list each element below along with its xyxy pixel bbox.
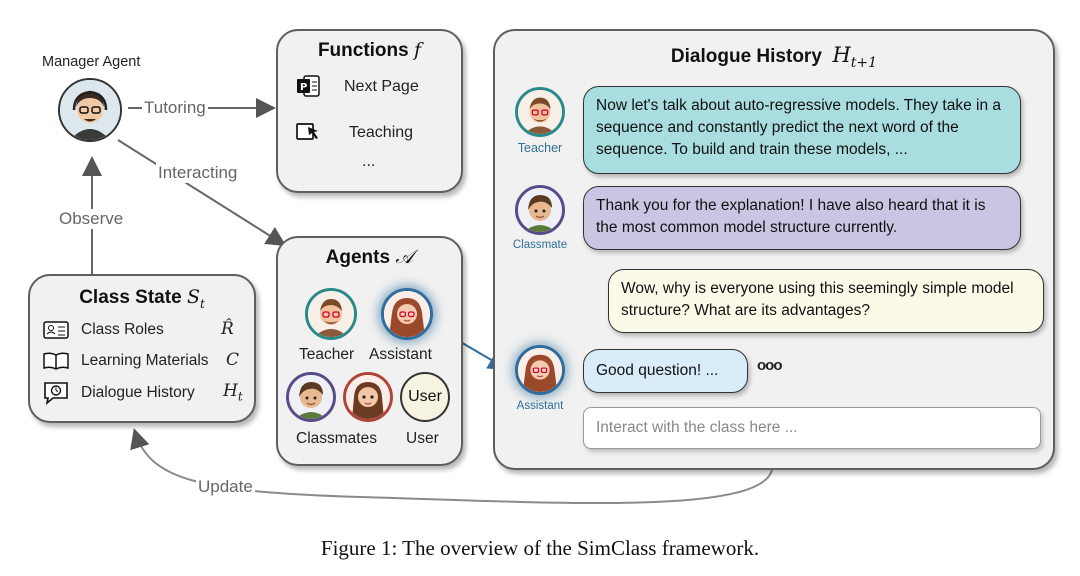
book-icon	[42, 351, 70, 376]
id-card-icon	[43, 320, 69, 345]
teacher-message-avatar	[515, 87, 565, 137]
classmate-boy-avatar	[286, 372, 336, 422]
teacher-label: Teacher	[299, 346, 355, 363]
interacting-arrow	[117, 139, 287, 247]
assistant-avatar[interactable]	[381, 288, 433, 340]
functions-title: Functions f	[317, 39, 422, 61]
agents-title: Agents 𝒜	[325, 246, 414, 268]
dialogue-history-symbol: Ht	[223, 381, 243, 404]
user-avatar[interactable]: User	[400, 372, 450, 422]
assistant-label: Assistant	[369, 346, 432, 363]
class-state-panel: Class State St Class Roles R̂ Learning M…	[28, 274, 256, 423]
user-message-bubble: Wow, why is everyone using this seemingl…	[608, 269, 1044, 333]
user-label: User	[406, 430, 439, 447]
teacher-message-bubble: Now let's talk about auto-regressive mod…	[583, 86, 1021, 174]
manager-agent-avatar	[58, 78, 122, 142]
interacting-label: Interacting	[156, 163, 240, 183]
class-roles-label: Class Roles	[81, 321, 164, 338]
classmate-message-bubble: Thank you for the explanation! I have al…	[583, 186, 1021, 250]
chat-history-icon	[42, 381, 70, 410]
interact-input[interactable]: Interact with the class here ...	[583, 407, 1041, 449]
dialogue-history-panel: Dialogue History Ht+1 Teacher Now let's …	[493, 29, 1055, 470]
observe-label: Observe	[57, 209, 126, 229]
figure-caption: Figure 1: The overview of the SimClass f…	[320, 536, 760, 560]
update-arrow	[130, 428, 773, 505]
assistant-message-speaker: Assistant	[516, 400, 564, 412]
classmate-message-avatar	[515, 185, 565, 235]
dialogue-history-label: Dialogue History	[81, 384, 195, 401]
assistant-message-bubble: Good question! ...	[583, 349, 748, 393]
teacher-message-speaker: Teacher	[517, 141, 563, 155]
update-label: Update	[196, 477, 255, 497]
functions-panel: Functions f P Next Page Teaching ...	[276, 29, 463, 193]
classmates-label: Classmates	[296, 430, 377, 447]
function-more: ...	[362, 153, 376, 170]
learning-materials-label: Learning Materials	[81, 352, 209, 369]
function-teaching: Teaching	[349, 124, 414, 141]
dialogue-history-title: Dialogue History Ht+1	[670, 43, 878, 71]
svg-text:P: P	[300, 82, 307, 93]
powerpoint-icon: P	[296, 75, 320, 102]
teaching-icon	[296, 121, 322, 148]
class-state-title: Class State St	[79, 286, 205, 311]
classmate-girl-avatar	[343, 372, 393, 422]
classmate-message-speaker: Classmate	[512, 239, 568, 251]
assistant-message-avatar	[515, 345, 565, 395]
class-roles-symbol: R̂	[221, 319, 234, 339]
tutoring-label: Tutoring	[142, 98, 208, 118]
manager-agent-label: Manager Agent	[42, 54, 141, 70]
teacher-avatar	[305, 288, 357, 340]
learning-materials-symbol: C	[226, 350, 240, 370]
agents-panel: Agents 𝒜 Teacher Assistant User Classmat…	[276, 236, 463, 466]
typing-indicator: ooo	[757, 357, 782, 374]
function-next-page: Next Page	[344, 78, 419, 95]
